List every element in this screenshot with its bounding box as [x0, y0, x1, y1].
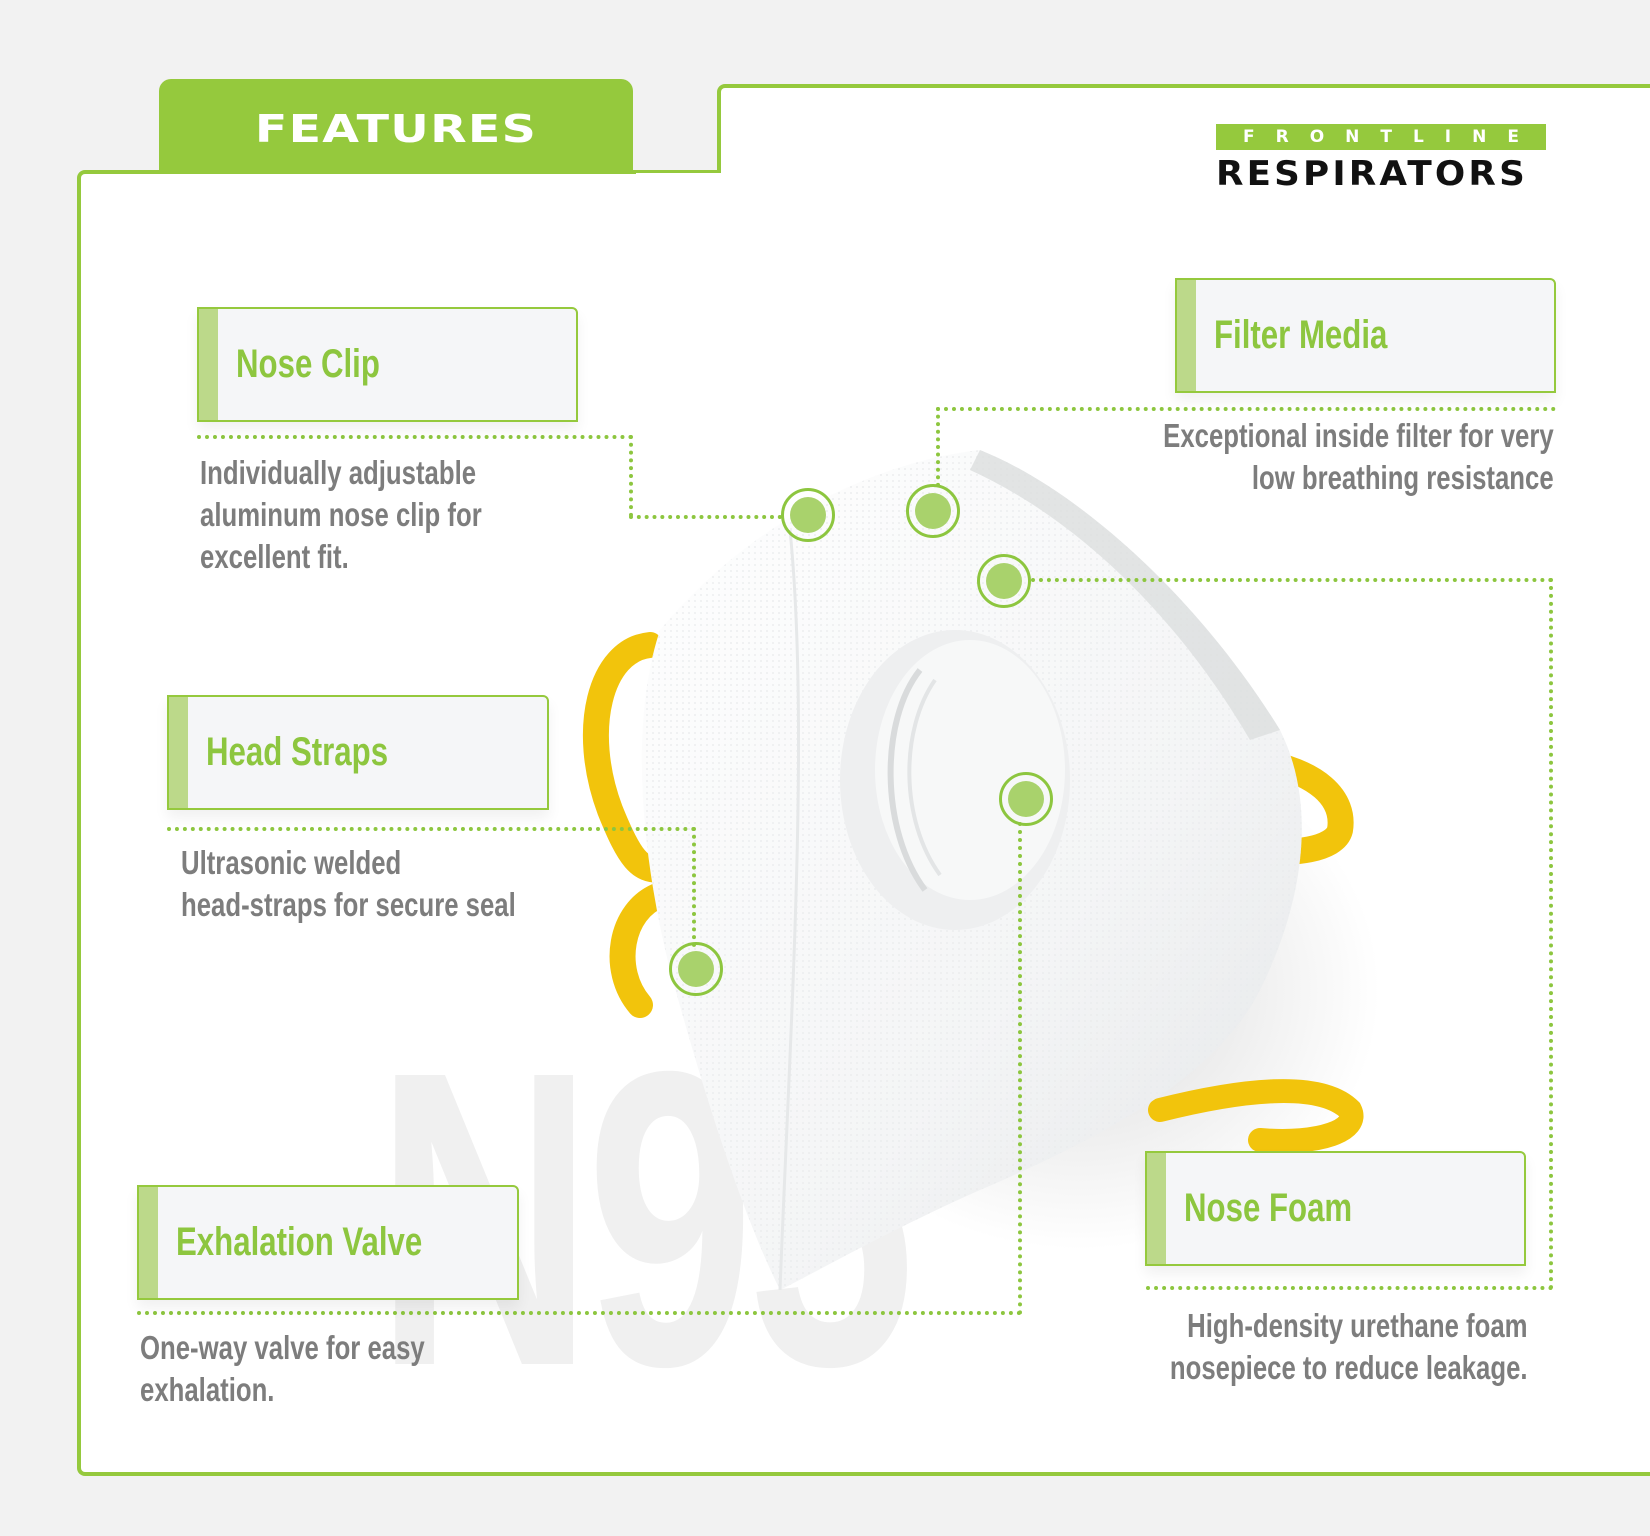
connector-line: [1018, 822, 1022, 1315]
connector-line: [137, 1311, 1022, 1315]
feature-exhalation-valve-box: Exhalation Valve: [137, 1185, 519, 1300]
feature-exhalation-valve-desc: One-way valve for easy exhalation.: [140, 1327, 425, 1411]
feature-accent-bar: [1147, 1153, 1166, 1264]
feature-nose-clip-desc: Individually adjustable aluminum nose cl…: [200, 452, 482, 578]
marker-dot: [1008, 781, 1044, 817]
desc-line: Individually adjustable: [200, 454, 477, 491]
feature-accent-bar: [1177, 280, 1196, 391]
desc-line: aluminum nose clip for: [200, 496, 482, 533]
feature-accent-bar: [169, 697, 188, 808]
feature-title: Filter Media: [1214, 313, 1388, 357]
connector-line: [936, 407, 940, 487]
feature-title: Head Straps: [206, 730, 389, 774]
connector-line: [1549, 578, 1553, 1290]
marker-dot: [915, 493, 951, 529]
desc-line: excellent fit.: [200, 538, 349, 575]
desc-line: One-way valve for easy: [140, 1329, 425, 1366]
feature-accent-bar: [139, 1187, 158, 1298]
feature-title: Exhalation Valve: [176, 1220, 423, 1264]
connector-line: [692, 827, 696, 947]
features-tab-label: FEATURES: [254, 107, 538, 151]
desc-line: Exceptional inside filter for very: [1163, 417, 1554, 454]
feature-nose-foam-box: Nose Foam: [1145, 1151, 1526, 1266]
connector-line: [167, 827, 696, 831]
marker-dot: [986, 563, 1022, 599]
features-tab: FEATURES: [159, 79, 633, 179]
feature-nose-clip-box: Nose Clip: [197, 307, 578, 422]
marker-dot: [790, 497, 826, 533]
desc-line: Ultrasonic welded: [181, 844, 402, 881]
brand-logo: FRONTLINE RESPIRATORS: [1216, 124, 1546, 194]
feature-nose-foam-desc: High-density urethane foam nosepiece to …: [1170, 1305, 1528, 1389]
feature-head-straps-box: Head Straps: [167, 695, 549, 810]
exhalation-valve-marker[interactable]: [999, 772, 1053, 826]
feature-filter-media-desc: Exceptional inside filter for very low b…: [1163, 415, 1554, 499]
desc-line: exhalation.: [140, 1371, 275, 1408]
nose-foam-marker[interactable]: [977, 554, 1031, 608]
connector-line: [197, 435, 633, 439]
connector-line: [1031, 578, 1553, 582]
respirator-mask-image: [582, 450, 1380, 1291]
feature-title: Nose Foam: [1184, 1186, 1353, 1230]
logo-respirators: RESPIRATORS: [1216, 154, 1528, 194]
connector-line: [629, 515, 782, 519]
logo-frontline: FRONTLINE: [1216, 124, 1546, 150]
tab-join: [636, 173, 726, 183]
head-straps-marker[interactable]: [669, 942, 723, 996]
filter-media-marker[interactable]: [906, 484, 960, 538]
connector-line: [936, 407, 1556, 411]
desc-line: High-density urethane foam: [1187, 1307, 1528, 1344]
desc-line: low breathing resistance: [1252, 459, 1554, 496]
nose-clip-marker[interactable]: [781, 488, 835, 542]
desc-line: nosepiece to reduce leakage.: [1170, 1349, 1528, 1386]
marker-dot: [678, 951, 714, 987]
feature-head-straps-desc: Ultrasonic welded head-straps for secure…: [181, 842, 516, 926]
connector-line: [629, 435, 633, 517]
connector-line: [1146, 1286, 1553, 1290]
feature-accent-bar: [199, 309, 218, 420]
feature-filter-media-box: Filter Media: [1175, 278, 1556, 393]
desc-line: head-straps for secure seal: [181, 886, 516, 923]
feature-title: Nose Clip: [236, 342, 380, 386]
